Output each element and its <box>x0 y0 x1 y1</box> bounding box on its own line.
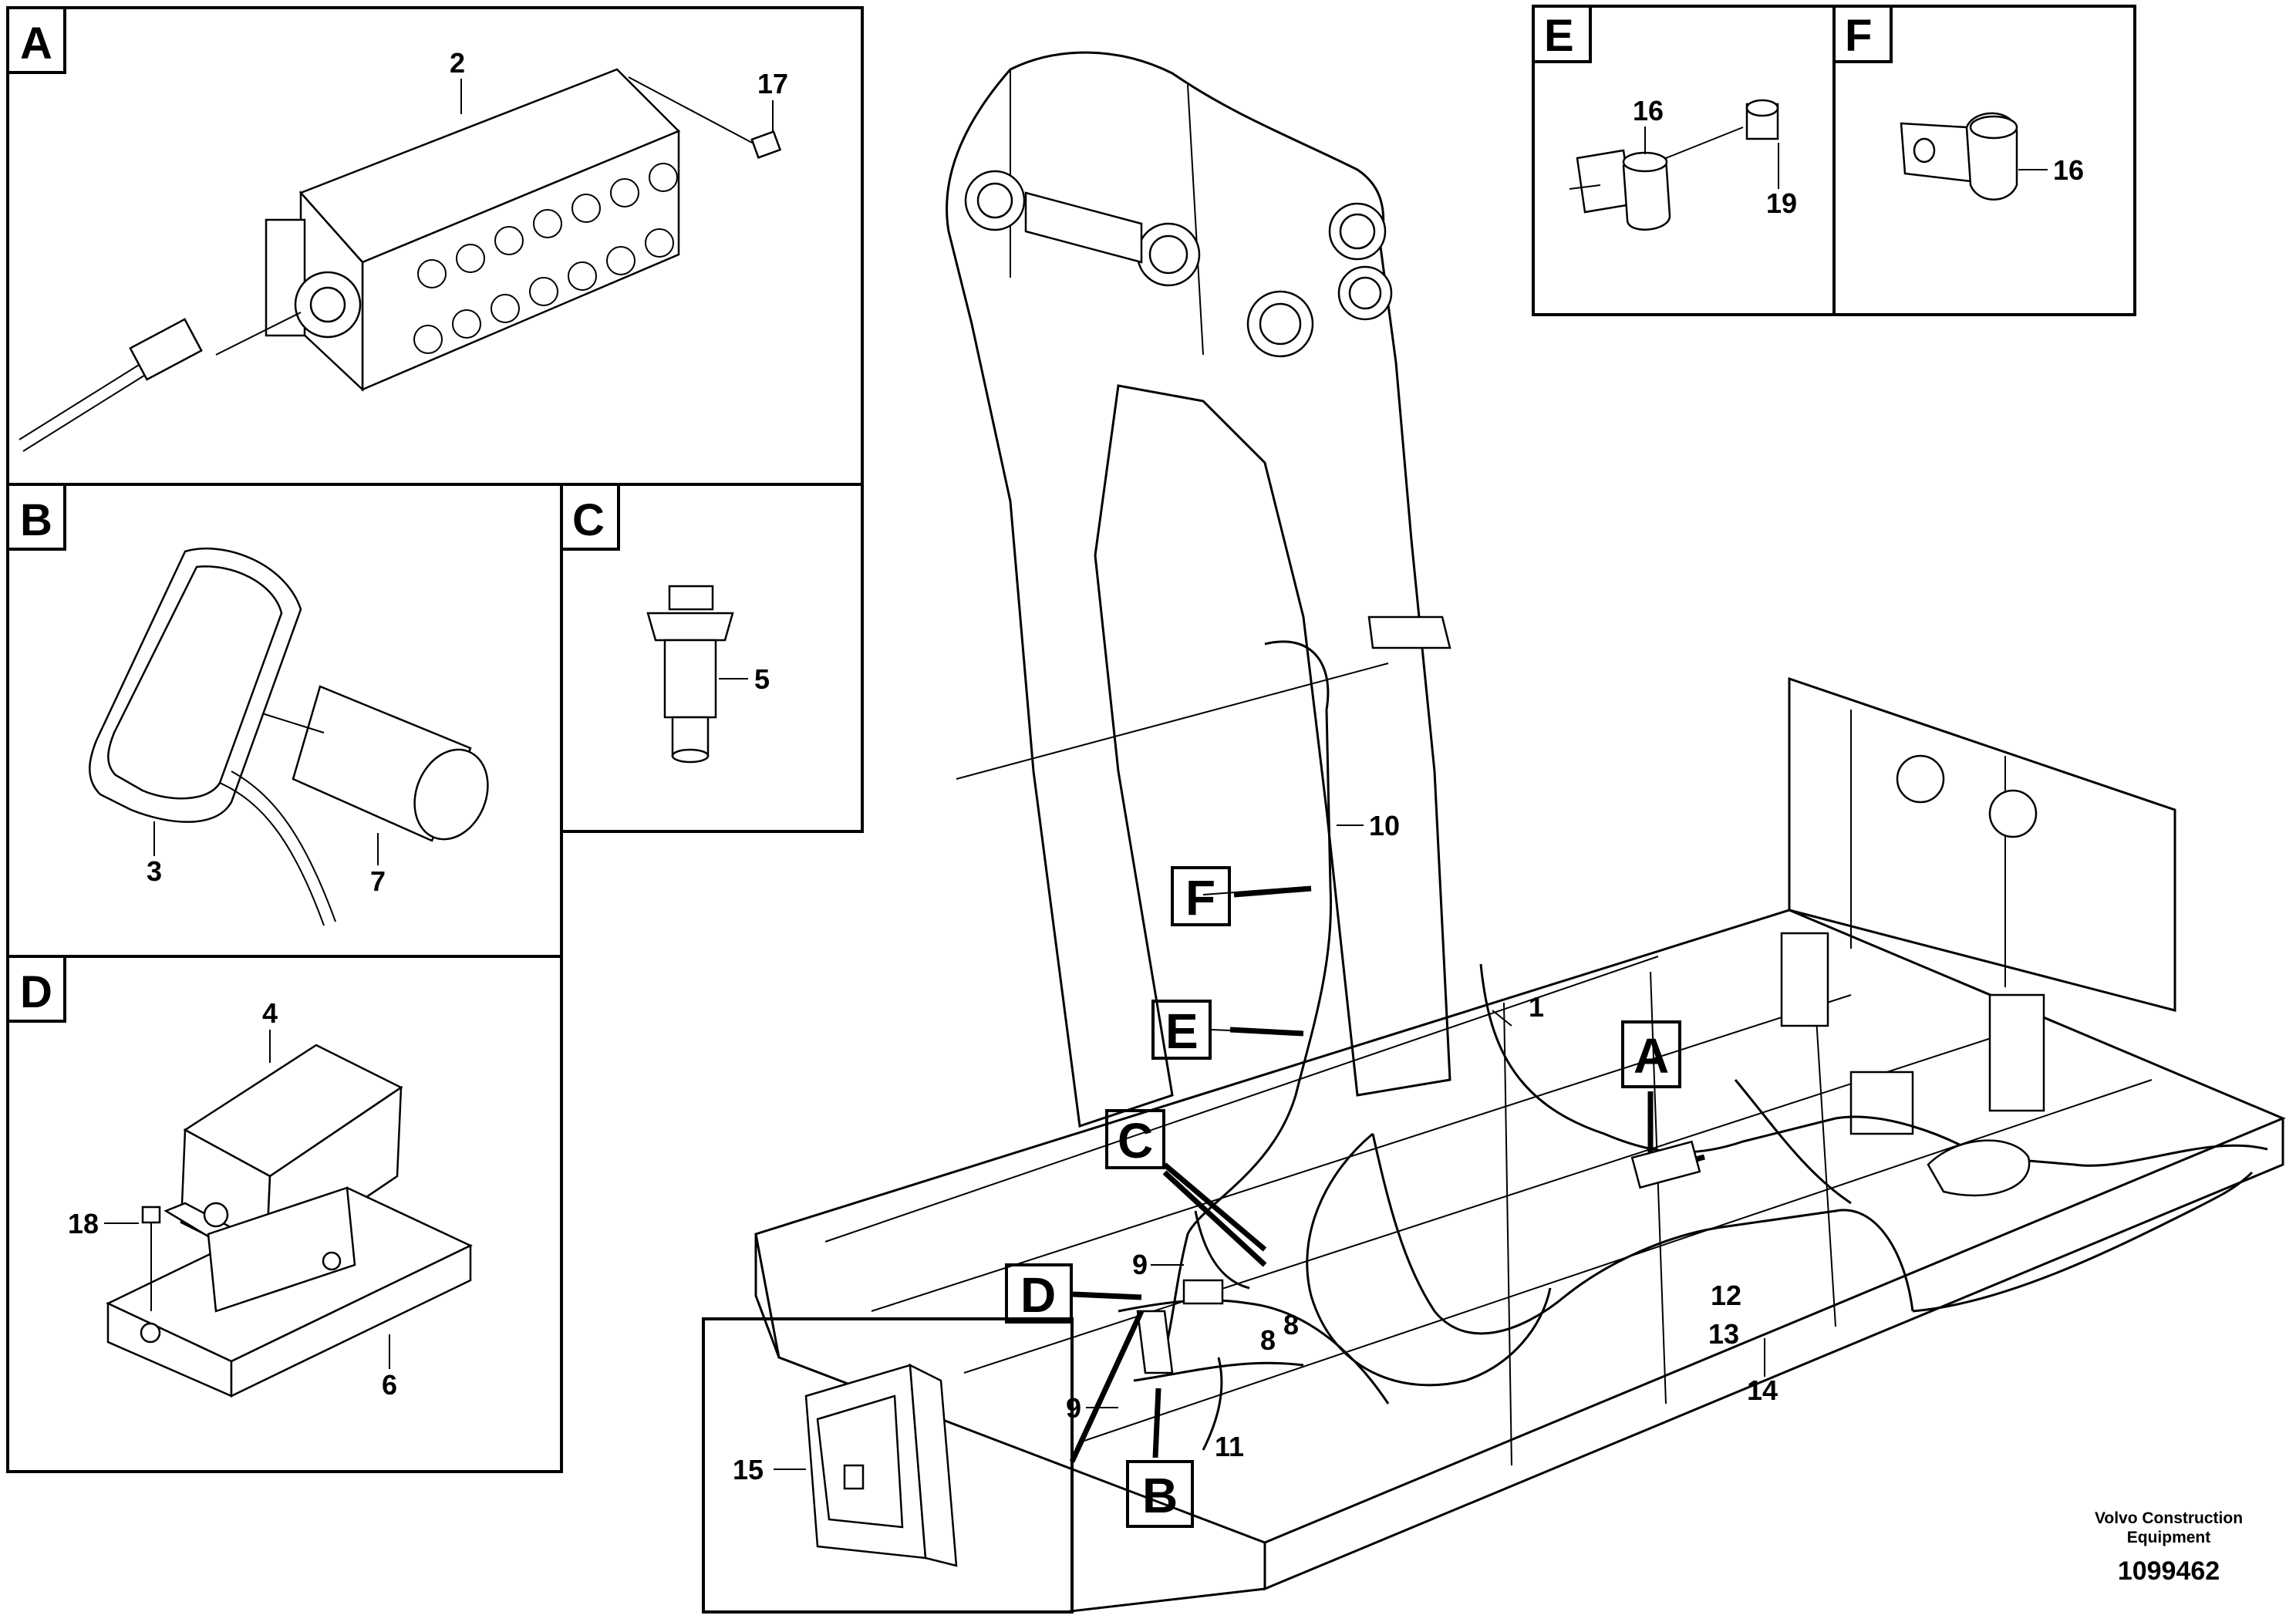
drawing-number: 1099462 <box>2118 1556 2220 1586</box>
label-7: 7 <box>370 865 386 897</box>
panel-e: E 16 19 <box>1532 5 1836 316</box>
label-2: 2 <box>450 47 465 79</box>
label-3: 3 <box>147 855 162 887</box>
label-11: 11 <box>1215 1431 1244 1462</box>
panel-a-letter: A <box>20 19 52 69</box>
panel-b-letter: B <box>20 495 52 545</box>
label-18: 18 <box>68 1208 99 1239</box>
panel-d: D 4 18 6 <box>6 955 563 1473</box>
label-9a: 9 <box>1132 1249 1148 1280</box>
module-illustration <box>106 1044 473 1398</box>
label-10: 10 <box>1369 810 1400 841</box>
callout-b: B <box>1126 1460 1194 1528</box>
company-line-2: Equipment <box>2127 1529 2211 1546</box>
sensor-illustration <box>646 585 734 764</box>
label-16b: 16 <box>2053 154 2084 186</box>
panel-c: C 5 <box>560 483 864 833</box>
panel-d-letter: D <box>20 967 52 1017</box>
svg-text:C: C <box>1118 1113 1153 1168</box>
panel-a: A 2 <box>6 6 864 486</box>
panel-f: F 16 <box>1832 5 2136 316</box>
label-4: 4 <box>262 997 278 1029</box>
svg-text:E: E <box>1165 1003 1199 1059</box>
label-14: 14 <box>1747 1374 1778 1406</box>
svg-text:B: B <box>1142 1468 1178 1523</box>
callout-pointers <box>1069 885 1654 1463</box>
callout-a: A <box>1621 1020 1681 1088</box>
panel-f-letter: F <box>1845 11 1872 61</box>
clamp-illustration-f <box>1900 112 2018 201</box>
control-unit-illustration <box>19 68 782 452</box>
label-6: 6 <box>382 1369 397 1401</box>
company-line-1: Volvo Construction <box>2095 1509 2243 1527</box>
callout-f: F <box>1171 866 1231 926</box>
label-13: 13 <box>1708 1318 1739 1350</box>
callout-c: C <box>1105 1109 1165 1169</box>
label-8b: 8 <box>1283 1309 1299 1340</box>
wiring-harness <box>1118 640 2268 1451</box>
panel-b: B 3 7 <box>6 483 563 958</box>
label-15: 15 <box>733 1454 764 1485</box>
label-19: 19 <box>1766 187 1797 219</box>
svg-text:D: D <box>1020 1267 1056 1323</box>
svg-text:F: F <box>1185 870 1215 926</box>
clamp-illustration <box>1569 99 1779 231</box>
label-8a: 8 <box>1260 1324 1276 1356</box>
label-5: 5 <box>754 663 770 695</box>
excavator-frame-illustration <box>754 51 2286 1614</box>
label-9b: 9 <box>1066 1392 1081 1424</box>
svg-text:A: A <box>1633 1028 1669 1084</box>
callout-e: E <box>1151 1000 1212 1060</box>
label-17: 17 <box>757 68 788 99</box>
detail-bracket-15 <box>702 1317 1074 1614</box>
label-12: 12 <box>1711 1280 1741 1311</box>
label-1: 1 <box>1529 991 1544 1023</box>
callout-d: D <box>1005 1263 1073 1324</box>
panel-e-letter: E <box>1544 11 1574 61</box>
panel-c-letter: C <box>572 495 605 545</box>
label-16a: 16 <box>1633 95 1664 126</box>
display-screen-illustration <box>89 548 489 926</box>
